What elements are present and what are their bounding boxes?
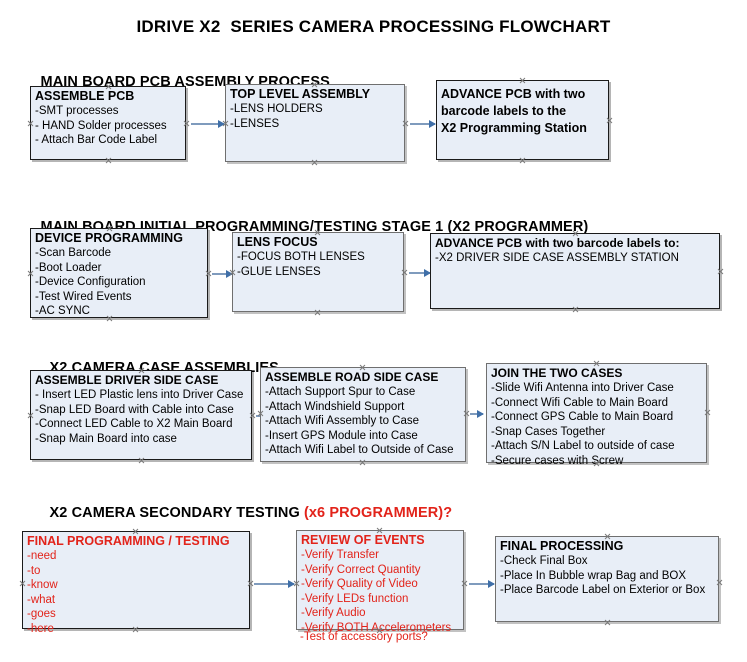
box-title: REVIEW OF EVENTS <box>301 533 425 547</box>
box-line: -what <box>27 593 56 606</box>
box-line: -Place In Bubble wrap Bag and BOX <box>500 569 687 582</box>
box-overflow-line: -Test of accessory ports? <box>300 631 428 643</box>
box-line: -to <box>27 564 41 577</box>
box-line: -AC SYNC <box>35 305 90 317</box>
box-line: -Connect Wifi Cable to Main Board <box>491 396 669 409</box>
box-title: LENS FOCUS <box>237 235 318 249</box>
box-assemble-pcb[interactable]: ASSEMBLE PCB -SMT processes - HAND Solde… <box>30 86 186 160</box>
box-line: -Check Final Box <box>500 555 588 567</box>
box-line: -Slide Wifi Antenna into Driver Case <box>491 382 674 394</box>
box-line: -FOCUS BOTH LENSES <box>237 251 365 263</box>
arrow-connector <box>469 580 495 588</box>
box-line: -Verify Quality of Video <box>301 578 418 590</box>
box-final-processing[interactable]: FINAL PROCESSING -Check Final Box -Place… <box>495 536 719 622</box>
box-assemble-road-side-case[interactable]: ASSEMBLE ROAD SIDE CASE -Attach Support … <box>260 367 466 462</box>
box-line: -Snap Cases Together <box>491 425 606 438</box>
box-line: -Connect GPS Cable to Main Board <box>491 411 674 423</box>
arrow-connector <box>254 580 295 588</box>
box-line: -Attach Windshield Support <box>265 400 405 413</box>
box-line: -GLUE LENSES <box>237 265 321 278</box>
box-line: -Test Wired Events <box>35 290 132 303</box>
box-line: -Snap LED Board with Cable into Case <box>35 403 234 416</box>
box-line: - Insert LED Plastic lens into Driver Ca… <box>35 389 244 401</box>
box-advance-pcb-programming-station[interactable]: ADVANCE PCB with two barcode labels to t… <box>436 80 609 160</box>
box-line: -here <box>27 622 54 635</box>
box-title: ADVANCE PCB with two barcode labels to t… <box>441 87 587 135</box>
box-line: -Attach Wifi Assembly to Case <box>265 415 420 427</box>
box-line: -Verify LEDs function <box>301 592 409 605</box>
box-advance-pcb-driver-side[interactable]: ADVANCE PCB with two barcode labels to: … <box>430 233 720 309</box>
box-line: -Scan Barcode <box>35 247 112 259</box>
box-line: -SMT processes <box>35 105 119 117</box>
box-line: -know <box>27 579 58 591</box>
box-title: DEVICE PROGRAMMING <box>35 231 183 245</box>
arrow-connector <box>470 410 484 418</box>
box-line: -Verify BOTH Accelerometers <box>301 621 452 634</box>
box-line: -Attach S/N Label to outside of case <box>491 440 675 452</box>
box-assemble-driver-side-case[interactable]: ASSEMBLE DRIVER SIDE CASE - Insert LED P… <box>30 370 252 460</box>
box-line: -Attach Wifi Label to Outside of Case <box>265 444 454 456</box>
box-title: FINAL PROCESSING <box>500 539 624 553</box>
box-line: -Secure cases with Screw <box>491 454 624 467</box>
box-line: -Boot Loader <box>35 261 102 274</box>
box-line: - HAND Solder processes <box>35 119 167 132</box>
box-top-level-assembly[interactable]: TOP LEVEL ASSEMBLY -LENS HOLDERS -LENSES <box>225 84 405 162</box>
arrow-connector <box>410 120 436 128</box>
section-heading-4: X2 CAMERA SECONDARY TESTING (x6 PROGRAMM… <box>33 489 453 537</box>
page-title: IDRIVE X2 SERIES CAMERA PROCESSING FLOWC… <box>136 17 611 36</box>
arrow-connector <box>212 270 233 278</box>
section-heading-4-accent: (x6 PROGRAMMER)? <box>303 505 453 521</box>
box-line: -X2 DRIVER SIDE CASE ASSEMBLY STATION <box>435 252 679 264</box>
box-title: FINAL PROGRAMMING / TESTING <box>27 534 230 548</box>
box-line: -need <box>27 550 57 562</box>
arrow-connector <box>409 269 431 277</box>
box-line: -Verify Transfer <box>301 549 379 561</box>
box-lens-focus[interactable]: LENS FOCUS -FOCUS BOTH LENSES -GLUE LENS… <box>232 232 404 312</box>
box-title: ASSEMBLE ROAD SIDE CASE <box>265 370 439 384</box>
box-title: ASSEMBLE PCB <box>35 89 135 103</box>
box-line: -Verify Audio <box>301 607 366 619</box>
box-title: TOP LEVEL ASSEMBLY <box>230 87 371 101</box>
section-heading-4-text: X2 CAMERA SECONDARY TESTING <box>49 505 304 521</box>
box-line: -Device Configuration <box>35 276 146 288</box>
box-line: -Verify Correct Quantity <box>301 563 421 576</box>
box-line: -Attach Support Spur to Case <box>265 386 416 398</box>
box-title: ASSEMBLE DRIVER SIDE CASE <box>35 373 219 387</box>
box-join-the-two-cases[interactable]: JOIN THE TWO CASES -Slide Wifi Antenna i… <box>486 363 707 467</box>
box-line: -goes <box>27 608 56 620</box>
arrow-connector <box>191 120 225 128</box>
box-line: - Attach Bar Code Label <box>35 134 158 146</box>
box-line: -Place Barcode Label on Exterior or Box <box>500 584 706 596</box>
box-title: JOIN THE TWO CASES <box>491 366 623 380</box>
box-line: -LENSES <box>230 117 280 130</box>
box-line: -Snap Main Board into case <box>35 432 177 445</box>
box-review-of-events[interactable]: REVIEW OF EVENTS -Verify Transfer -Verif… <box>296 530 464 634</box>
box-line: -Connect LED Cable to X2 Main Board <box>35 418 233 430</box>
box-title: ADVANCE PCB with two barcode labels to: <box>435 236 680 250</box>
box-device-programming[interactable]: DEVICE PROGRAMMING -Scan Barcode -Boot L… <box>30 228 208 318</box>
box-line: -LENS HOLDERS <box>230 103 323 115</box>
box-line: -Insert GPS Module into Case <box>265 429 418 442</box>
box-final-programming-testing[interactable]: FINAL PROGRAMMING / TESTING -need -to -k… <box>22 531 250 635</box>
